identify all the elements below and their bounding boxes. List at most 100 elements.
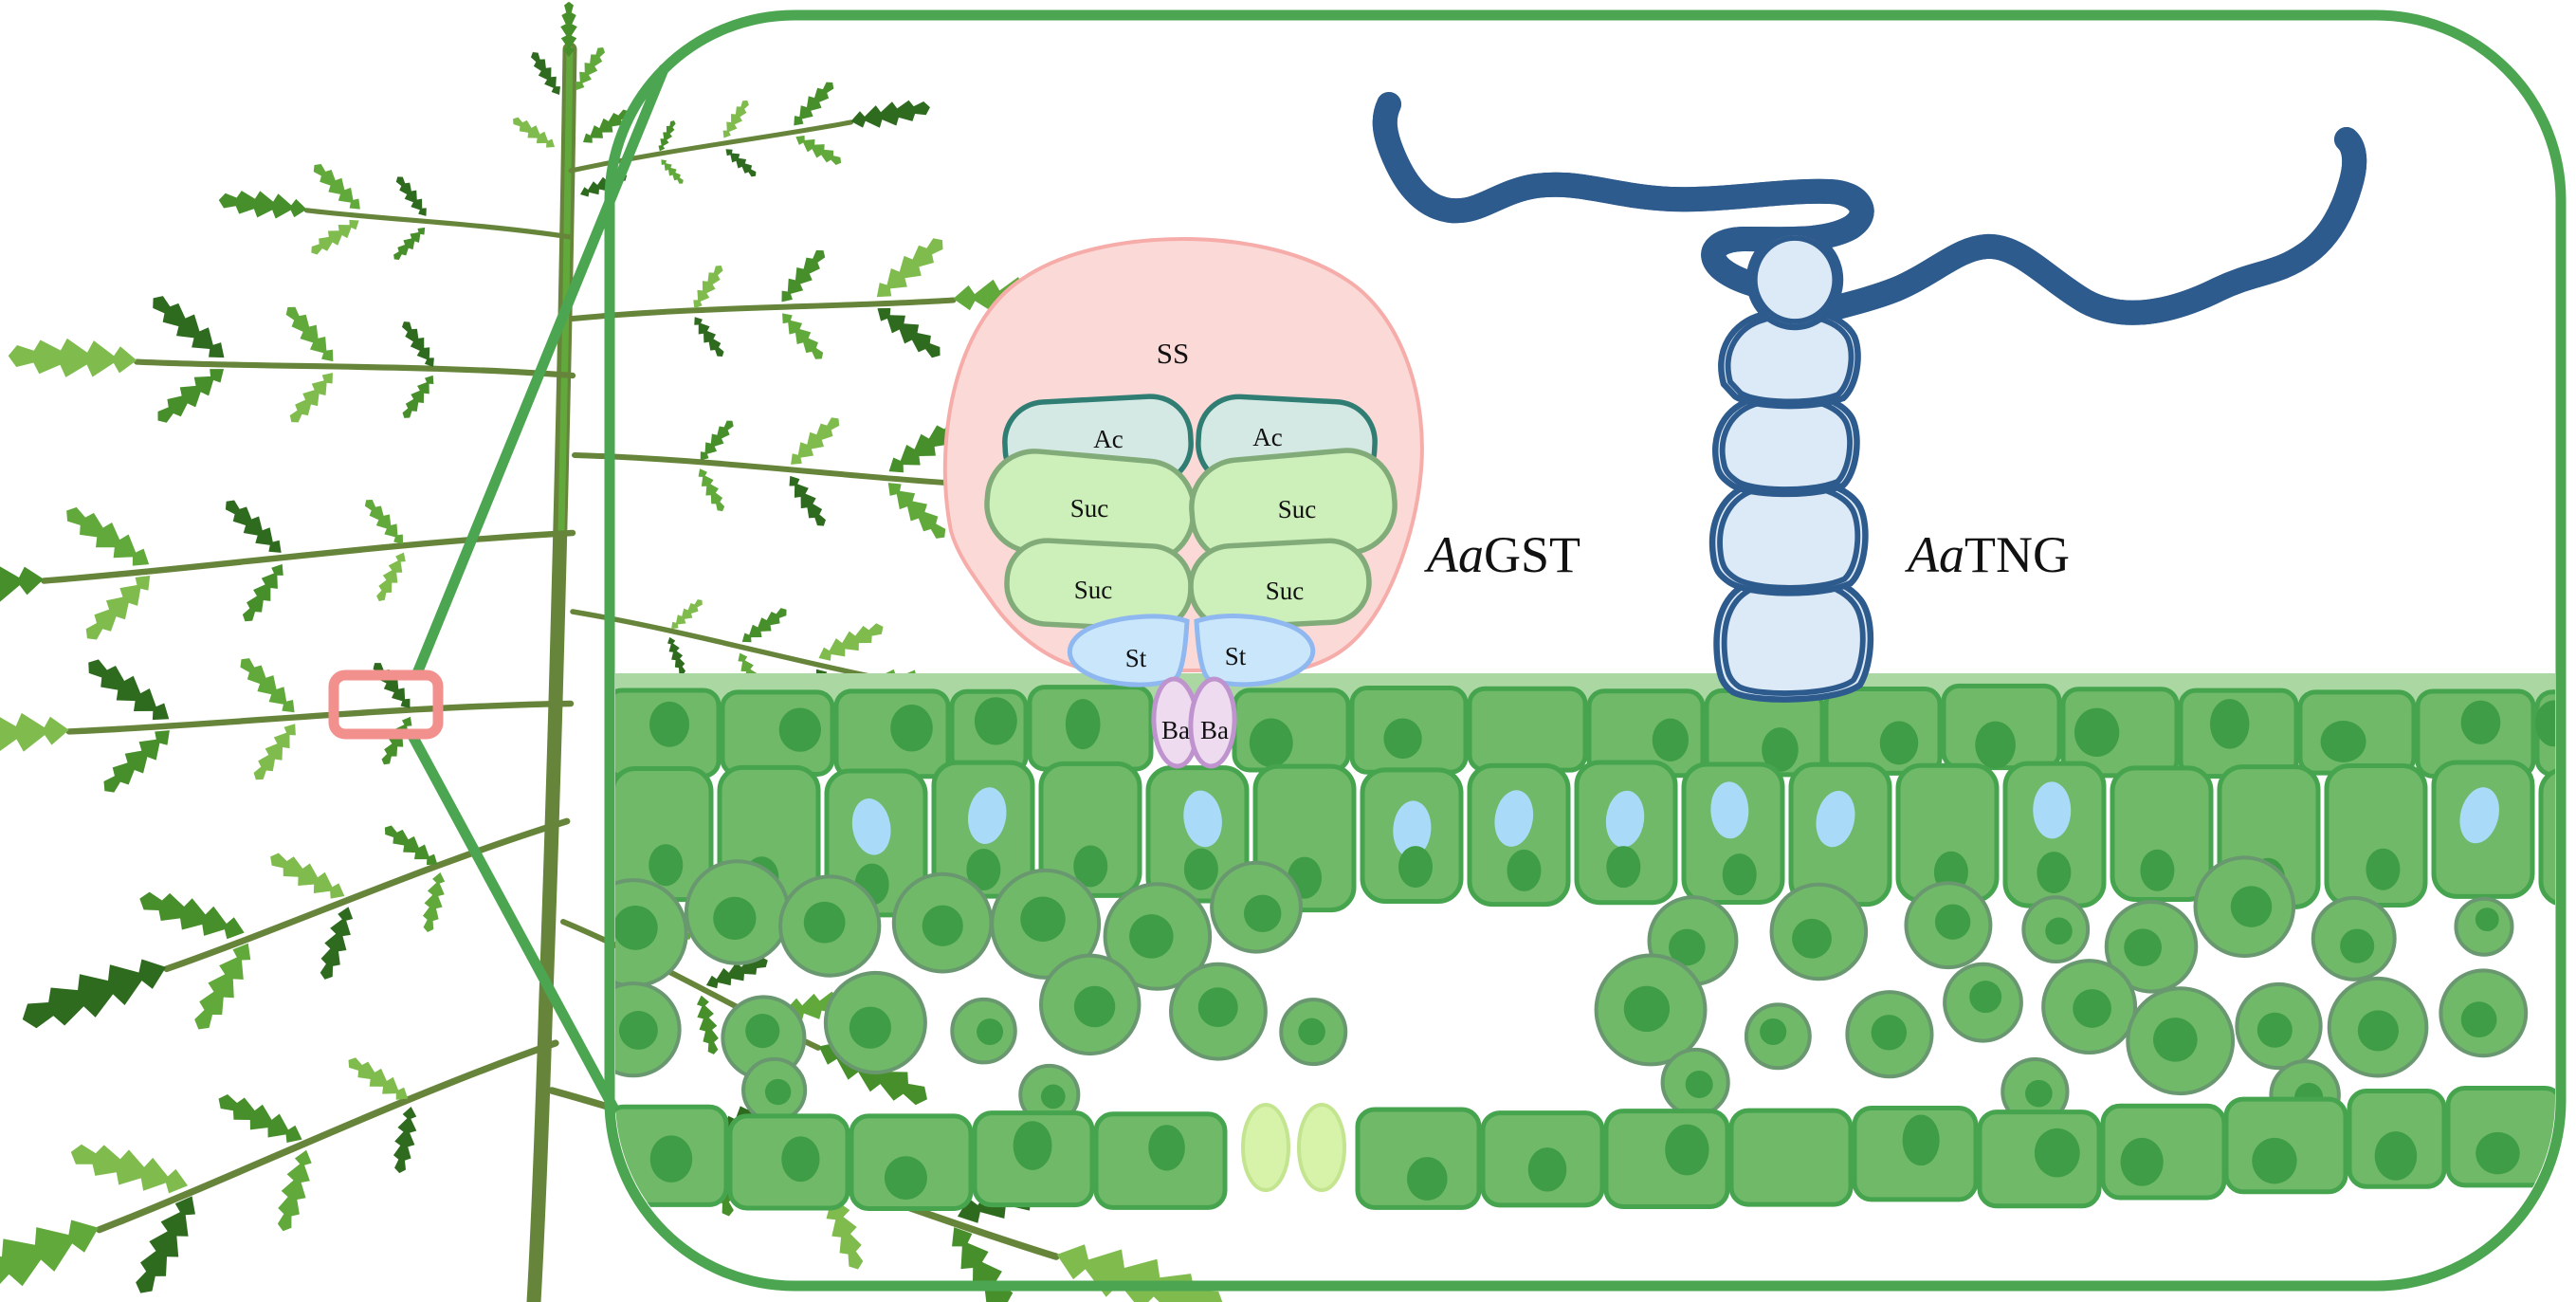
leaf-frond bbox=[722, 144, 760, 181]
nucleus bbox=[1722, 853, 1757, 896]
nucleus bbox=[649, 701, 690, 747]
nucleus bbox=[2460, 1001, 2497, 1038]
callout-line-bottom bbox=[406, 728, 619, 1113]
epidermis-cell bbox=[1467, 686, 1588, 773]
label-suc-bottom-left: Suc bbox=[1074, 576, 1113, 604]
leaf-frond bbox=[236, 558, 291, 628]
nucleus bbox=[1665, 1124, 1709, 1176]
nucleus bbox=[1652, 718, 1689, 761]
subapical-cells bbox=[984, 448, 1398, 633]
plant-branch bbox=[14, 817, 571, 1041]
nucleus bbox=[713, 896, 757, 940]
label-suc-top-right: Suc bbox=[1278, 495, 1317, 523]
nucleus bbox=[1040, 1084, 1066, 1109]
leaf-frond bbox=[693, 465, 729, 515]
nucleus bbox=[1879, 721, 1919, 765]
nucleus bbox=[2209, 699, 2250, 749]
leaf-frond bbox=[270, 1146, 319, 1235]
label-ac-left: Ac bbox=[1093, 425, 1123, 453]
leaf-frond bbox=[694, 415, 739, 466]
chloroplast bbox=[1393, 800, 1432, 858]
nucleus bbox=[1975, 721, 2016, 769]
nucleus bbox=[1792, 918, 1832, 959]
nucleus bbox=[1934, 904, 1971, 940]
nucleus bbox=[1398, 846, 1433, 889]
epidermis-cell bbox=[1355, 1107, 1482, 1210]
basal-cells bbox=[1151, 676, 1237, 769]
nucleus bbox=[2037, 852, 2072, 894]
leaf-frond bbox=[718, 97, 754, 142]
nucleus bbox=[778, 707, 821, 752]
cell-labels: SS Ac Ac Suc Suc Suc Suc St St Ba Ba bbox=[1070, 337, 1317, 744]
leaf-frond bbox=[14, 945, 174, 1041]
nucleus bbox=[2340, 928, 2375, 963]
leaf-frond bbox=[65, 1134, 193, 1203]
nucleus bbox=[649, 1135, 693, 1183]
glandular-trichome bbox=[942, 236, 1424, 769]
leaf-frond bbox=[418, 870, 449, 935]
label-aagst: AaGST bbox=[1424, 526, 1580, 583]
label-ba-right: Ba bbox=[1200, 716, 1229, 744]
nucleus bbox=[1073, 985, 1116, 1028]
nucleus bbox=[2320, 721, 2366, 762]
stoma-guard-cells bbox=[1241, 1103, 1346, 1192]
nucleus bbox=[618, 1011, 658, 1050]
label-ss: SS bbox=[1157, 337, 1189, 370]
upper-epidermis bbox=[615, 683, 2555, 779]
epidermis-cell bbox=[2100, 1103, 2227, 1201]
nucleus bbox=[2153, 1018, 2198, 1062]
leaf-frond bbox=[0, 709, 70, 759]
nucleus bbox=[1871, 1015, 1908, 1051]
leaf-frond bbox=[737, 602, 792, 649]
plant-branch bbox=[0, 650, 575, 801]
nucleus bbox=[1020, 896, 1066, 942]
leaf-frond bbox=[687, 261, 728, 313]
nucleus bbox=[2073, 989, 2111, 1028]
leaf-frond bbox=[774, 244, 831, 309]
nucleus bbox=[1013, 1121, 1052, 1170]
epidermis-cell bbox=[1232, 688, 1351, 773]
leaf-highlight-box bbox=[328, 669, 444, 740]
nucleus bbox=[966, 849, 1001, 891]
leaf-frond bbox=[247, 718, 304, 786]
nucleus bbox=[2230, 886, 2273, 927]
plant-branch bbox=[572, 411, 1089, 546]
plant-branch bbox=[7, 287, 576, 431]
nucleus bbox=[1969, 981, 2002, 1014]
leaf-frond bbox=[392, 172, 432, 221]
leaf-frond bbox=[692, 993, 723, 1056]
leaf-frond bbox=[80, 650, 178, 732]
nucleus bbox=[803, 901, 846, 944]
label-st-right: St bbox=[1225, 642, 1247, 670]
chloroplast bbox=[851, 798, 891, 855]
nucleus bbox=[1760, 1018, 1787, 1046]
epidermis-cell bbox=[1728, 1108, 1854, 1207]
palisade-cell bbox=[2538, 767, 2555, 907]
palisade-mesophyll bbox=[615, 760, 2555, 918]
leaf-frond bbox=[782, 470, 831, 532]
nucleus bbox=[1073, 845, 1108, 888]
label-aatng: AaTNG bbox=[1905, 526, 2070, 583]
leaf-frond bbox=[869, 299, 948, 365]
t-shaped-trichome bbox=[1385, 92, 2354, 703]
nucleus bbox=[1606, 846, 1641, 889]
leaf-frond bbox=[367, 657, 417, 714]
nucleus bbox=[2140, 849, 2175, 891]
leaf-frond bbox=[314, 903, 360, 983]
label-suc-top-left: Suc bbox=[1070, 494, 1109, 523]
chloroplast bbox=[1816, 790, 1855, 848]
nucleus bbox=[2476, 1131, 2520, 1175]
leaf-frond bbox=[849, 95, 933, 134]
leaf-frond bbox=[279, 300, 341, 369]
nucleus bbox=[2034, 1128, 2080, 1178]
leaf-frond bbox=[396, 317, 441, 372]
chloroplast bbox=[967, 787, 1007, 844]
trichome-stalk-cells bbox=[1708, 229, 1874, 703]
nucleus bbox=[1762, 727, 1799, 772]
leaf-frond bbox=[233, 651, 303, 721]
nucleus bbox=[649, 844, 684, 887]
leaf-frond bbox=[283, 366, 340, 429]
leaf-frond bbox=[212, 1086, 309, 1152]
nucleus bbox=[1298, 1018, 1325, 1046]
chloroplast bbox=[1710, 781, 1749, 839]
